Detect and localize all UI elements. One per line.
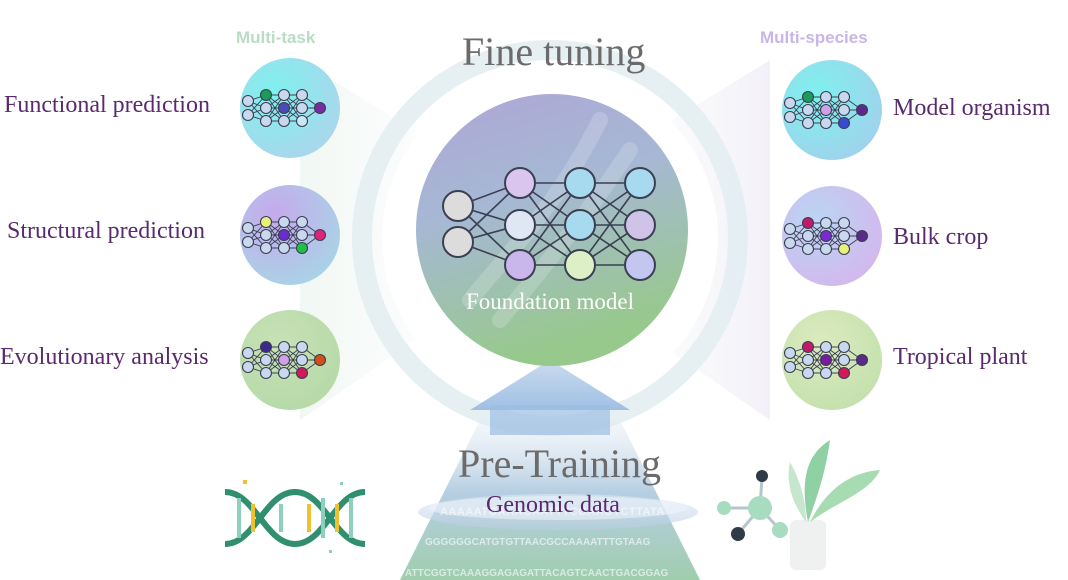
network-edge	[579, 182, 641, 266]
neural-network-icon	[241, 88, 327, 128]
network-node	[624, 209, 656, 241]
sequence-line: AAAAATGAAAGAATTTCGAAGTCTTATA	[440, 506, 665, 518]
foundation-model-circle	[416, 94, 688, 366]
neural-network-icon	[241, 215, 327, 255]
network-node	[504, 167, 536, 199]
network-node	[564, 167, 596, 199]
task-label-functional: Functional prediction	[4, 92, 210, 118]
species-label-model-organism: Model organism	[893, 95, 1051, 121]
sequence-line: GGGGGGCATGTGTTAACGCCAAAATTTGTAAG	[425, 537, 651, 548]
plant-icon	[788, 440, 880, 570]
multi-task-header: Multi-task	[236, 28, 316, 47]
network-node	[624, 249, 656, 281]
species-label-bulk-crop: Bulk crop	[893, 224, 989, 250]
species-label-tropical-plant: Tropical plant	[893, 344, 1028, 370]
neural-network-icon	[783, 216, 869, 256]
foundation-model-label: Foundation model	[466, 289, 635, 314]
task-label-evolutionary: Evolutionary analysis	[0, 344, 209, 370]
pre-training-title: Pre-Training	[458, 441, 661, 486]
network-node	[442, 190, 474, 222]
genomic-data-label: Genomic data	[486, 492, 620, 518]
network-node	[442, 226, 474, 258]
dna-icon	[224, 480, 366, 553]
sequence-line: ATTCGGTCAAAGGAGAGATTACAGTCAACTGACGGAG	[405, 568, 669, 579]
multi-species-header: Multi-species	[760, 28, 868, 47]
network-edge	[519, 182, 581, 266]
network-node	[624, 167, 656, 199]
network-node	[564, 249, 596, 281]
neural-network-icon	[783, 90, 869, 130]
neural-network-icon	[241, 340, 327, 380]
network-node	[504, 209, 536, 241]
molecule-icon	[717, 470, 788, 541]
task-label-structural: Structural prediction	[7, 218, 205, 244]
fine-tuning-title: Fine tuning	[462, 29, 646, 74]
neural-network-icon	[783, 340, 869, 380]
network-node	[504, 249, 536, 281]
neural-network-icon	[442, 167, 656, 281]
network-node	[564, 209, 596, 241]
